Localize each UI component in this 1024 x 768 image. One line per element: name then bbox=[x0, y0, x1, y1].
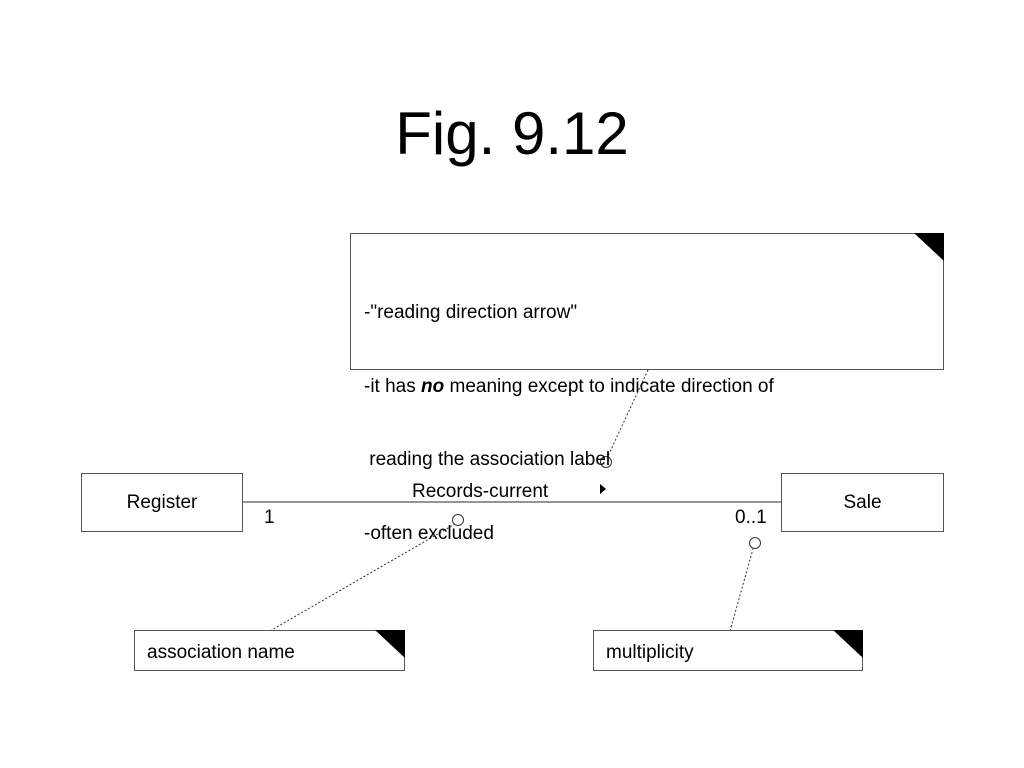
note-association-name-text: association name bbox=[147, 642, 295, 663]
reading-direction-arrow-icon bbox=[600, 484, 606, 494]
note-line-2: -it has no meaning except to indicate di… bbox=[364, 375, 774, 400]
note-multiplicity-text: multiplicity bbox=[606, 642, 694, 663]
class-register-label: Register bbox=[126, 491, 198, 513]
note-line-2-suffix: meaning except to indicate direction of bbox=[444, 375, 774, 397]
note-reading-arrow: -"reading direction arrow" -it has no me… bbox=[350, 233, 944, 544]
note-association-name: association name bbox=[134, 630, 405, 671]
note-line-1: -"reading direction arrow" bbox=[364, 302, 578, 323]
class-sale: Sale bbox=[781, 473, 944, 532]
note-line-2-emphasis: no bbox=[421, 375, 445, 397]
class-sale-label: Sale bbox=[843, 491, 882, 513]
figure-title: Fig. 9.12 bbox=[395, 100, 629, 167]
note-anchor-circle-association-name bbox=[452, 514, 464, 526]
note-anchor-circle-reading-arrow bbox=[600, 456, 612, 468]
class-register: Register bbox=[81, 473, 243, 532]
register-multiplicity: 1 bbox=[264, 507, 275, 528]
association-name-label: Records-current bbox=[412, 481, 549, 502]
sale-multiplicity: 0..1 bbox=[735, 507, 767, 528]
note-line-3: reading the association label bbox=[364, 449, 611, 470]
note-line-2-prefix: -it has bbox=[364, 375, 422, 397]
note-anchor-circle-multiplicity bbox=[749, 537, 761, 549]
note-line-4: -often excluded bbox=[364, 522, 494, 544]
note-fold-icon bbox=[375, 630, 405, 658]
note-multiplicity: multiplicity bbox=[593, 630, 863, 671]
note-fold-icon bbox=[833, 630, 863, 658]
note-fold-icon bbox=[914, 233, 944, 261]
